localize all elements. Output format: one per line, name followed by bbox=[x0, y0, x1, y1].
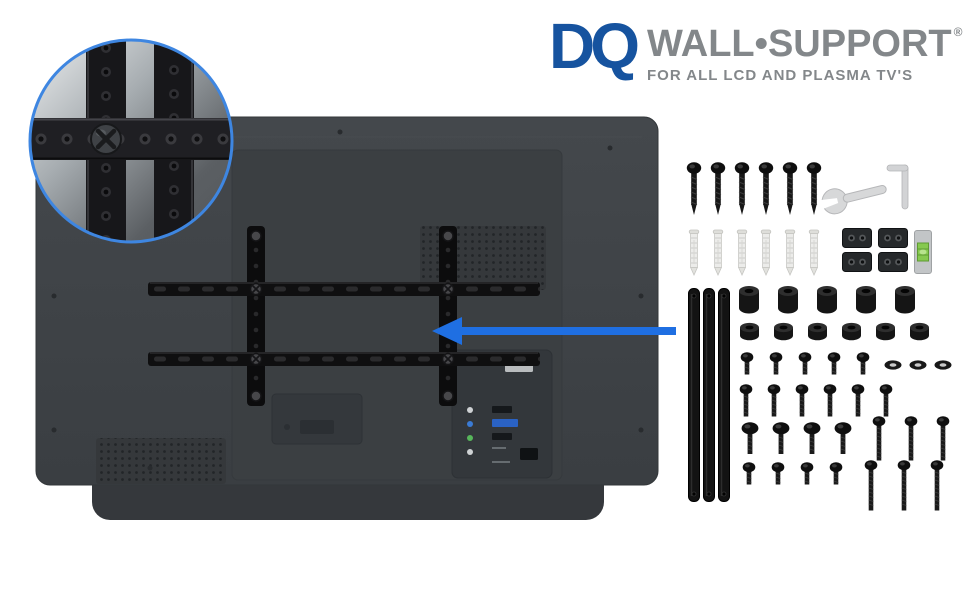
brand-logo-text: WALL•SUPPORT ® FOR ALL LCD AND PLASMA TV… bbox=[647, 16, 962, 84]
bracket-horizontal-rail-top bbox=[148, 282, 540, 296]
bolts-m8-long bbox=[864, 459, 944, 511]
zoom-inset bbox=[28, 38, 234, 244]
inset-screw bbox=[90, 123, 122, 155]
adapter-plates-bottom bbox=[842, 252, 908, 272]
bolts-m6-large-head bbox=[741, 421, 852, 455]
bracket-vertical-rail-right bbox=[439, 226, 457, 406]
bolts-m6-long bbox=[872, 415, 950, 461]
brand-logo-dq: DQ bbox=[549, 10, 640, 82]
brand-logo: DQ WALL•SUPPORT ® FOR ALL LCD AND PLASMA… bbox=[549, 10, 962, 84]
washers bbox=[884, 360, 952, 370]
bolts-m5 bbox=[739, 383, 893, 417]
tv-label-plate bbox=[271, 393, 363, 445]
bracket-horizontal-rail-bottom bbox=[148, 352, 540, 366]
tv-vent-bottom bbox=[96, 438, 226, 484]
bubble-level bbox=[914, 230, 932, 274]
bolts-m4 bbox=[740, 351, 870, 375]
registered-mark: ® bbox=[953, 25, 963, 39]
brand-tagline: FOR ALL LCD AND PLASMA TV'S bbox=[647, 67, 914, 84]
concrete-screws bbox=[686, 161, 822, 216]
extension-bars bbox=[687, 287, 731, 503]
spacers-long bbox=[739, 286, 915, 314]
bracket-screws bbox=[249, 230, 455, 402]
spacers-short bbox=[740, 322, 929, 341]
zoom-circle-ring bbox=[28, 38, 234, 244]
adapter-plates-top bbox=[842, 228, 908, 248]
allen-key bbox=[886, 164, 909, 210]
mount-bracket bbox=[148, 226, 540, 406]
brand-wordmark: WALL•SUPPORT bbox=[647, 23, 952, 65]
wall-anchors bbox=[688, 229, 820, 276]
tv-ports-panel bbox=[451, 349, 553, 479]
bolts-m4-short bbox=[742, 461, 843, 485]
inset-rail-horizontal bbox=[31, 118, 231, 160]
pointer-arrow bbox=[432, 317, 676, 345]
bracket-vertical-rail-left bbox=[247, 226, 265, 406]
hardware-kit bbox=[686, 161, 952, 511]
open-end-wrench bbox=[815, 175, 890, 218]
tv-vent-top bbox=[420, 226, 546, 290]
